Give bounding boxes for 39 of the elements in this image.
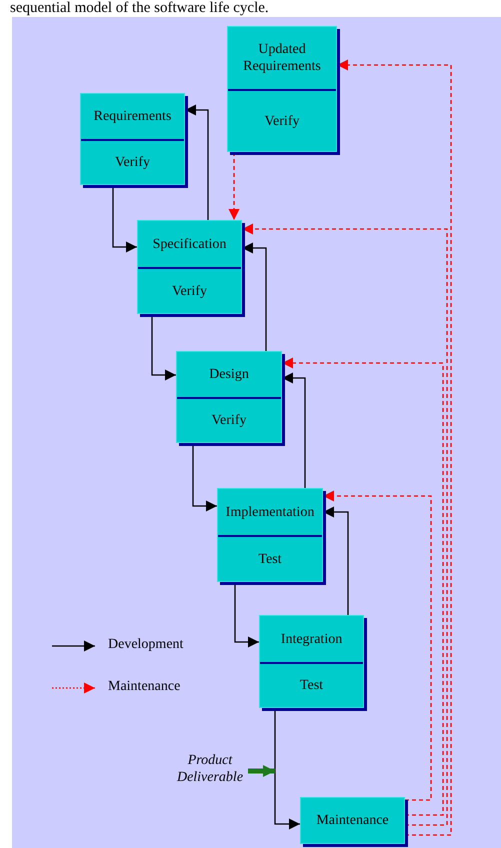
phase-box — [227, 26, 337, 152]
development-arrow — [151, 314, 176, 380]
phase-box — [217, 488, 323, 582]
phase-label: Integration — [280, 630, 344, 648]
development-arrow — [282, 372, 306, 488]
phase-box — [259, 615, 364, 708]
maintenance-arrow — [282, 358, 444, 816]
development-arrow — [185, 104, 209, 220]
development-arrow — [323, 506, 349, 615]
activity-label: Verify — [81, 139, 184, 184]
maintenance-arrow — [228, 152, 240, 220]
activity-label: Verify — [138, 267, 241, 313]
development-arrow — [234, 582, 259, 648]
phase-box — [80, 93, 185, 185]
phase-box — [176, 351, 282, 443]
phase-label: Specification — [152, 236, 228, 254]
activity-label: Verify — [228, 89, 336, 151]
phase-label: Design — [208, 366, 250, 384]
legend-label: Development — [108, 637, 184, 653]
caption: sequential model of the software life cycle. — [10, 0, 269, 16]
legend-label: Maintenance — [108, 679, 180, 695]
deliverable-arrow — [248, 765, 275, 777]
development-arrow — [242, 242, 267, 351]
phase-label: Requirements — [92, 108, 172, 126]
phase-label: Implementation — [224, 504, 316, 522]
activity-label: Verify — [177, 397, 281, 442]
phase-label: Maintenance — [315, 812, 390, 830]
development-arrow — [192, 443, 217, 512]
maintenance-arrow — [323, 490, 432, 801]
phase-box — [137, 220, 242, 314]
phase-label: Updated Requirements — [242, 41, 322, 76]
activity-label: Test — [260, 662, 363, 707]
development-arrow — [274, 708, 300, 830]
maintenance-arrow — [242, 224, 448, 826]
phase-box — [300, 797, 405, 844]
maintenance-arrow — [337, 60, 452, 836]
activity-label: Test — [218, 535, 322, 581]
deliverable-label: Product Deliverable — [176, 752, 244, 786]
development-arrow — [112, 185, 137, 252]
